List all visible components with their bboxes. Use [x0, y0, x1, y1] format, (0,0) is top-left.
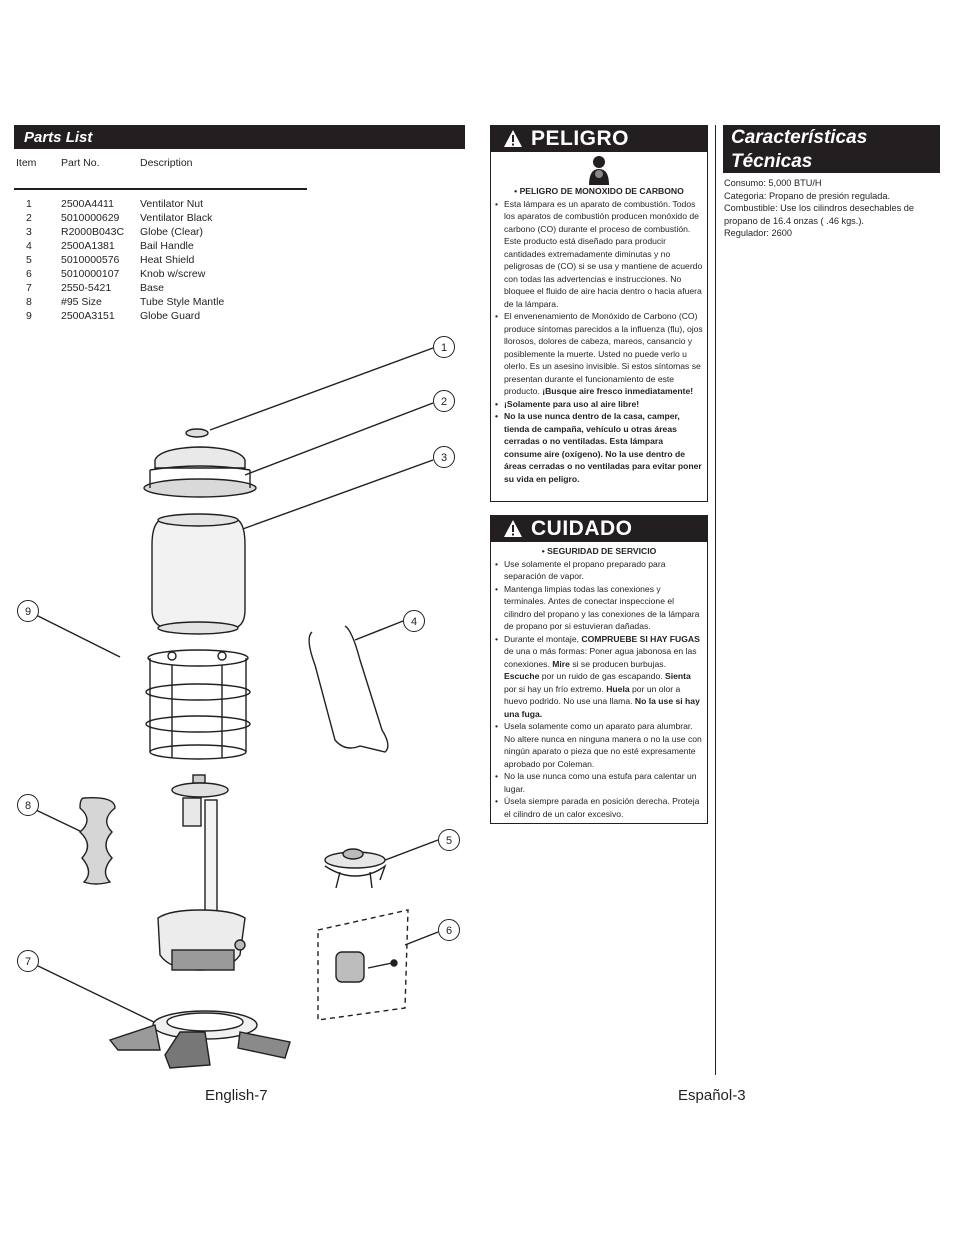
- peligro-bullet-2: El envenenamiento de Monóxido de Carbono…: [495, 310, 703, 398]
- cuidado-bullet-1: Use solamente el propano preparado para …: [495, 558, 703, 583]
- carbon-monoxide-person-icon: [589, 156, 609, 185]
- cuidado-bullet-3: Durante el montaje, COMPRUEBE SI HAY FUG…: [495, 633, 703, 721]
- peligro-bullet-3: ¡Solamente para uso al aire libre!: [495, 398, 703, 411]
- column-header-description: Description: [140, 157, 193, 169]
- column-divider: [715, 125, 716, 1075]
- column-header-part-no: Part No.: [61, 157, 100, 169]
- column-header-item: Item: [16, 157, 37, 169]
- specifications-title-line-2: Técnicas: [731, 151, 813, 172]
- callout-2: 2: [433, 390, 455, 412]
- cuidado-subtitle: • SEGURIDAD DE SERVICIO: [541, 546, 657, 556]
- cuidado-title: CUIDADO: [531, 517, 633, 540]
- callout-5: 5: [438, 829, 460, 851]
- page-number-english: English-7: [205, 1087, 268, 1104]
- parts-list-title: Parts List: [24, 129, 93, 146]
- peligro-header: PELIGRO: [491, 126, 707, 152]
- warning-triangle-icon: [504, 520, 522, 537]
- callout-7: 7: [17, 950, 39, 972]
- callout-4: 4: [403, 610, 425, 632]
- cuidado-bullet-6: Úsela siempre parada en posición derecha…: [495, 795, 703, 820]
- callout-6: 6: [438, 919, 460, 941]
- cuidado-header: CUIDADO: [491, 516, 707, 542]
- peligro-warning-box: PELIGRO • PELIGRO DE MONOXIDO DE CARBONO…: [490, 125, 708, 502]
- spec-categoria: Categoria: Propano de presión regulada.: [724, 190, 890, 201]
- cuidado-bullet-5: No la use nunca como una estufa para cal…: [495, 770, 703, 795]
- specifications-header: Características Técnicas: [723, 125, 940, 173]
- spec-combustible: Combustible: Use los cilindros desechabl…: [724, 203, 914, 226]
- peligro-subtitle: • PELIGRO DE MONOXIDO DE CARBONO: [514, 186, 684, 196]
- lantern-illustration: [35, 347, 439, 1069]
- header-rule: [14, 188, 307, 190]
- cuidado-caution-box: CUIDADO • SEGURIDAD DE SERVICIO Use sola…: [490, 515, 708, 824]
- peligro-title: PELIGRO: [531, 127, 630, 150]
- callout-8: 8: [17, 794, 39, 816]
- spec-consumo: Consumo: 5,000 BTU/H: [724, 178, 822, 188]
- specifications-list: Consumo: 5,000 BTU/H Categoria: Propano …: [724, 177, 934, 240]
- peligro-bullet-1: Esta lámpara es un aparato de combustión…: [495, 198, 703, 311]
- peligro-bullet-4: No la use nunca dentro de la casa, campe…: [495, 410, 703, 485]
- page-number-espanol: Español-3: [678, 1087, 746, 1104]
- cuidado-bullet-2: Mantenga limpias todas las conexiones y …: [495, 583, 703, 633]
- callout-1: 1: [433, 336, 455, 358]
- parts-list-header: Parts List: [14, 125, 465, 149]
- exploded-parts-diagram: 1 2 3 4 5 6 7 8 9: [0, 320, 480, 1080]
- warning-triangle-icon: [504, 130, 522, 147]
- specifications-title-line-1: Características: [731, 127, 868, 148]
- callout-9: 9: [17, 600, 39, 622]
- callout-3: 3: [433, 446, 455, 468]
- spec-regulador: Regulador: 2600: [724, 228, 792, 238]
- cuidado-bullet-4: Usela solamente como un aparato para alu…: [495, 720, 703, 770]
